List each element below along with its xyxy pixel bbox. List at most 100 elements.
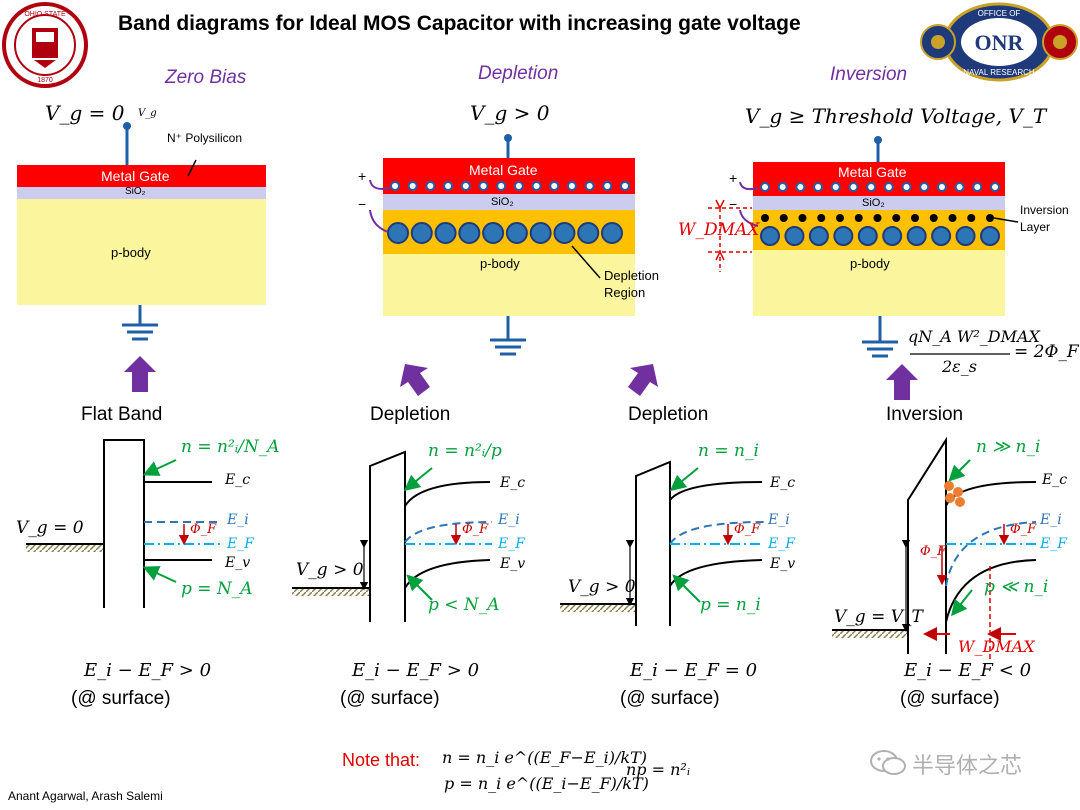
relation-1: E_i − E_F > 0 xyxy=(84,660,212,681)
depletion-region-label-2: Region xyxy=(604,285,646,300)
gate-charge xyxy=(584,181,595,191)
relation-4: E_i − E_F < 0 xyxy=(904,660,1032,681)
ev-1: E_v xyxy=(225,555,251,571)
acceptor-ion xyxy=(434,222,457,244)
gate-charge xyxy=(425,181,436,191)
formula-denominator: 2ε_s xyxy=(942,357,977,376)
surface-1: (@ surface) xyxy=(71,688,171,709)
device-depletion xyxy=(369,134,635,356)
acceptor-ion xyxy=(458,222,481,244)
gate-charge xyxy=(407,181,418,191)
ei-3: E_i xyxy=(768,512,790,528)
heading-zero-bias: Zero Bias xyxy=(165,67,247,88)
surface-2: (@ surface) xyxy=(340,688,440,709)
carrier-p-2: p < N_A xyxy=(428,595,500,615)
band-title-4: Inversion xyxy=(886,404,964,425)
gate-charge xyxy=(954,182,965,192)
condition-inversion: V_g ≥ Threshold Voltage, V_T xyxy=(745,104,1047,128)
minus-sign-2: − xyxy=(358,196,367,212)
inversion-electron xyxy=(929,214,938,222)
acceptor-ions-2 xyxy=(387,222,623,244)
ev-2: E_v xyxy=(500,556,526,572)
note-eq-p: p = n_i e^((E_i−E_F)/kT) xyxy=(444,774,649,793)
oxide-label-1: SiO₂ xyxy=(125,186,146,197)
gate-charge xyxy=(813,182,824,192)
ec-2: E_c xyxy=(500,475,526,491)
purple-arrow-1 xyxy=(124,356,156,392)
inversion-electron xyxy=(873,214,882,222)
bias-4: V_g = V_T xyxy=(834,607,923,627)
inversion-layer-label-1: Inversion xyxy=(1020,203,1069,217)
wechat-icon xyxy=(870,750,906,775)
relation-2: E_i − E_F > 0 xyxy=(352,660,480,681)
inversion-electron xyxy=(798,214,807,222)
acceptor-ion xyxy=(387,222,409,244)
acceptor-ion xyxy=(482,222,505,244)
heading-inversion: Inversion xyxy=(830,64,908,85)
plus-sign-3: + xyxy=(729,170,738,186)
acceptor-ion xyxy=(529,222,552,244)
acceptor-ion xyxy=(808,226,829,246)
relation-3: E_i − E_F = 0 xyxy=(630,660,758,681)
ohio-state-logo: OHIO STATE 1870 xyxy=(2,2,88,88)
ef-4: E_F xyxy=(1040,536,1067,552)
acceptor-ion xyxy=(601,222,623,244)
purple-arrow-2 xyxy=(400,364,430,396)
inversion-electron xyxy=(761,214,769,222)
gate-label-1: Metal Gate xyxy=(101,168,170,184)
inversion-electron xyxy=(779,214,788,222)
band-diagram-inversion xyxy=(832,436,1037,660)
svg-text:NAVAL RESEARCH: NAVAL RESEARCH xyxy=(963,68,1035,77)
inversion-layer-label-2: Layer xyxy=(1020,220,1051,234)
acceptor-ion xyxy=(857,226,878,246)
gate-charge xyxy=(848,182,859,192)
gate-charge xyxy=(478,181,489,191)
inversion-electron xyxy=(854,214,863,222)
gate-charge xyxy=(566,181,577,191)
note-eq-n: n = n_i e^((E_F−E_i)/kT) xyxy=(442,748,647,767)
bias-1: V_g = 0 xyxy=(16,518,84,538)
condition-depletion: V_g > 0 xyxy=(470,101,550,125)
ec-1: E_c xyxy=(225,472,251,488)
acceptor-ion xyxy=(553,222,576,244)
band-title-3: Depletion xyxy=(628,404,709,425)
band-diagram-depletion-2 xyxy=(560,460,765,626)
phi-1: Φ_F xyxy=(190,522,217,537)
body-label-3: p-body xyxy=(850,256,890,271)
depletion-region-label-1: Depletion xyxy=(604,268,659,283)
gate-charge xyxy=(990,182,1000,192)
gate-charge xyxy=(513,181,524,191)
svg-text:OFFICE OF: OFFICE OF xyxy=(978,9,1021,18)
condition-zero-bias: V_g = 0 xyxy=(45,101,125,125)
band-title-2: Depletion xyxy=(370,404,451,425)
svg-text:1870: 1870 xyxy=(37,77,53,84)
gate-charge xyxy=(972,182,983,192)
body-label-1: p-body xyxy=(111,245,151,260)
carrier-n-3: n = n_i xyxy=(698,441,759,461)
carrier-n-4: n ≫ n_i xyxy=(976,437,1041,457)
p-body-3 xyxy=(753,250,1005,316)
metal-gate-1 xyxy=(17,165,266,187)
acceptor-ion xyxy=(784,226,805,246)
band-diagram-flat-band xyxy=(26,439,222,608)
band-diagrams xyxy=(26,436,1037,660)
gate-charge xyxy=(795,182,806,192)
p-body-1 xyxy=(17,199,266,305)
acceptor-ion xyxy=(931,226,952,246)
surface-4: (@ surface) xyxy=(900,688,1000,709)
svg-text:ONR: ONR xyxy=(975,30,1025,55)
oxide-1 xyxy=(17,187,266,199)
plus-sign-2: + xyxy=(358,168,367,184)
gate-charge xyxy=(549,181,560,191)
note-label: Note that: xyxy=(342,750,421,770)
oxide-label-2: SiO₂ xyxy=(491,196,514,208)
minus-sign-3: − xyxy=(729,196,738,212)
ef-1: E_F xyxy=(227,536,254,552)
poly-label: N⁺ Polysilicon xyxy=(167,131,243,145)
wdmax-label-band: W_DMAX xyxy=(958,637,1035,656)
gate-charge xyxy=(443,181,454,191)
gate-charge xyxy=(460,181,471,191)
oxide-label-3: SiO₂ xyxy=(862,197,885,209)
ei-2: E_i xyxy=(498,512,520,528)
oxide-3 xyxy=(753,196,1005,210)
